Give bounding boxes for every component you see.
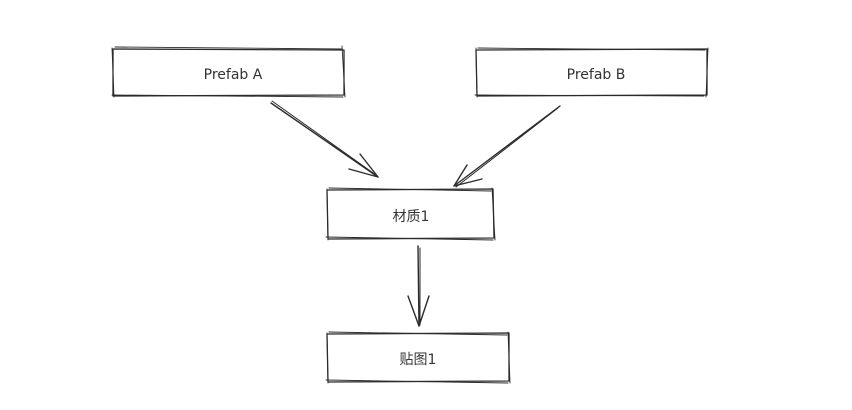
arrow-prefab-a-to-material bbox=[270, 100, 379, 178]
node-label-prefab-b: Prefab B bbox=[567, 67, 626, 83]
node-label-material: 材质1 bbox=[393, 209, 430, 225]
arrow-material-to-texture bbox=[407, 245, 430, 327]
node-prefab-a: Prefab A bbox=[111, 45, 346, 98]
node-texture: 贴图1 bbox=[325, 331, 511, 384]
node-label-prefab-a: Prefab A bbox=[204, 67, 263, 83]
node-material: 材质1 bbox=[325, 187, 496, 241]
node-prefab-b: Prefab B bbox=[474, 47, 709, 98]
node-label-texture: 贴图1 bbox=[400, 352, 437, 368]
arrow-prefab-b-to-material bbox=[453, 105, 561, 188]
